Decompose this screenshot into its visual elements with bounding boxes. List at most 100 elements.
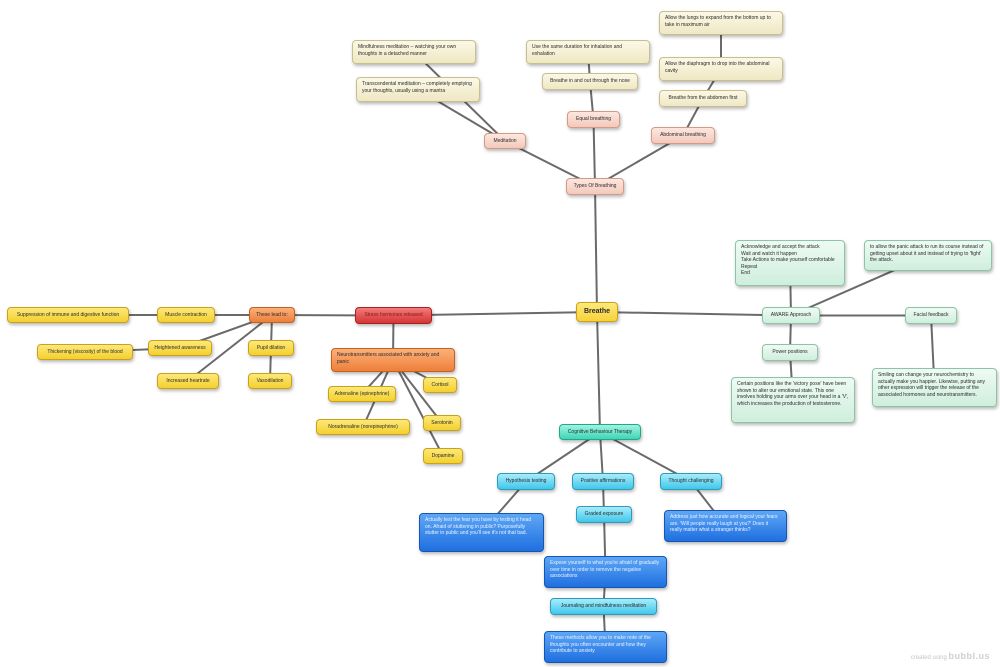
node-label: Abdominal breathing [660,132,706,139]
node-transcendental-meditation[interactable]: Transcendental meditation – completely e… [356,77,480,102]
node-label: Allow the lungs to expand from the botto… [665,15,771,28]
node-label: Address just how accurate and logical yo… [670,514,778,533]
node-vasodilation[interactable]: Vasodilation [248,373,292,389]
node-label: Increased heartrate [166,377,210,384]
node-allow-panic-attack[interactable]: to allow the panic attack to run its cou… [864,240,992,271]
node-suppression-immune[interactable]: Suppression of immune and digestive func… [7,307,129,323]
node-label: AWARE Approach [770,312,812,319]
node-label: Breathe in and out through the nose [550,78,630,85]
node-same-duration[interactable]: Use the same duration for inhalation and… [526,40,650,64]
watermark-brand: bubbl.us [948,651,990,661]
node-hypothesis-testing[interactable]: Hypothesis testing [497,473,555,490]
node-label: Cognitive Behaviour Therapy [567,428,633,435]
node-label: Use the same duration for inhalation and… [532,44,623,57]
node-label: Equal breathing [575,116,612,123]
node-journaling-desc[interactable]: These methods allow you to make note of … [544,631,667,663]
node-label: Adrenaline (epinephrine) [334,390,390,397]
node-label: Serotonin [431,419,453,426]
node-label: Vasodilation [256,377,284,384]
node-dopamine[interactable]: Dopamine [423,448,463,464]
node-label: Meditation [493,137,517,144]
node-hypothesis-desc[interactable]: Actually test the fear you have by testi… [419,513,544,552]
node-label: Allow the diaphragm to drop into the abd… [665,61,770,74]
node-label: Breathe [583,307,611,315]
node-thickening-blood[interactable]: Thickening (viscosity) of the blood [37,344,133,360]
node-thought-challenging[interactable]: Thought challenging [660,473,722,490]
aware-step: Wait and watch it happen [741,250,797,257]
node-smiling-desc[interactable]: Smiling can change your neurochemistry t… [872,368,997,407]
node-label: These methods allow you to make note of … [550,635,651,654]
connector-line [392,359,444,457]
node-label: Neurotransmitters associated with anxiet… [337,352,440,365]
aware-step: Take Actions to make yourself comfortabl… [741,257,835,263]
node-label: Graded exposure [584,511,624,518]
node-label: Types Of Breathing [573,183,617,190]
node-power-positions[interactable]: Power positions [762,344,818,361]
node-journaling[interactable]: Journaling and mindfulness meditation [550,598,657,615]
node-mindfulness-meditation[interactable]: Mindfulness meditation – watching your o… [352,40,476,64]
node-label: Positive affirmations [580,478,626,485]
node-label: These lead to: [256,311,288,318]
node-pupil-dilation[interactable]: Pupil dilation [248,340,294,356]
node-label: Transcendental meditation – completely e… [362,81,472,94]
node-lungs-expand[interactable]: Allow the lungs to expand from the botto… [659,11,783,35]
node-facial-feedback[interactable]: Facial feedback [905,307,957,324]
watermark: created using bubbl.us [911,651,990,661]
node-label: Dopamine [431,452,455,459]
node-types-of-breathing[interactable]: Types Of Breathing [566,178,624,195]
aware-step: End [741,270,750,276]
node-breathe-root[interactable]: Breathe [576,302,618,322]
node-heightened-awareness[interactable]: Heightened awareness [148,340,212,356]
node-muscle-contraction[interactable]: Muscle contraction [157,307,215,323]
node-stress-hormones[interactable]: Stress hormones released [355,307,432,324]
node-equal-breathing[interactable]: Equal breathing [567,111,620,128]
node-cbt[interactable]: Cognitive Behaviour Therapy [559,424,641,440]
node-neurotransmitters[interactable]: Neurotransmitters associated with anxiet… [331,348,455,372]
connector-line [596,311,792,317]
connector-line [596,311,601,433]
node-breathe-through-nose[interactable]: Breathe in and out through the nose [542,73,638,90]
node-increased-heartrate[interactable]: Increased heartrate [157,373,219,389]
watermark-prefix: created using [910,655,947,661]
node-label: Cortisol [431,381,449,388]
node-label: Thought challenging [668,478,714,485]
node-adrenaline[interactable]: Adrenaline (epinephrine) [328,386,396,402]
node-label: Stress hormones released [364,312,423,319]
node-label: Thickening (viscosity) of the blood [47,348,123,355]
node-label: Suppression of immune and digestive func… [16,311,120,318]
node-breathe-from-abdomen[interactable]: Breathe from the abdomen first [659,90,747,107]
node-thought-challenging-desc[interactable]: Address just how accurate and logical yo… [664,510,787,542]
node-label: Actually test the fear you have by testi… [425,517,532,536]
connector-line [594,185,598,313]
node-these-lead-to[interactable]: These lead to: [249,307,295,323]
node-meditation[interactable]: Meditation [484,133,526,149]
node-label: Certain positions like the 'victory pose… [737,381,849,407]
node-cortisol[interactable]: Cortisol [423,377,457,393]
aware-step: Repeat [741,263,758,270]
node-power-positions-desc[interactable]: Certain positions like the 'victory pose… [731,377,855,423]
node-label: Smiling can change your neurochemistry t… [878,372,986,398]
node-label: Power positions [772,349,808,356]
node-aware-steps[interactable]: Acknowledge and accept the attack Wait a… [735,240,845,286]
node-graded-exposure-desc[interactable]: Expose yourself to what you're afraid of… [544,556,667,588]
node-label: Breathe from the abdomen first [668,95,738,102]
node-label: Pupil dilation [256,344,286,351]
node-label: Muscle contraction [165,311,207,318]
node-positive-affirmations[interactable]: Positive affirmations [572,473,634,490]
connector-line [187,314,273,382]
node-label: Hypothesis testing [505,478,547,485]
node-label: Facial feedback [913,312,949,319]
node-label: Journaling and mindfulness meditation [560,603,647,610]
node-abdominal-breathing[interactable]: Abdominal breathing [651,127,715,144]
node-serotonin[interactable]: Serotonin [423,415,461,431]
node-diaphragm-drop[interactable]: Allow the diaphragm to drop into the abd… [659,57,783,81]
node-label: to allow the panic attack to run its cou… [870,244,984,263]
node-graded-exposure[interactable]: Graded exposure [576,506,632,523]
node-label: Heightened awareness [154,344,206,351]
node-aware-approach[interactable]: AWARE Approach [762,307,820,324]
node-noradrenaline[interactable]: Noradrenaline (norepinephrine) [316,419,410,435]
node-label: Mindfulness meditation – watching your o… [358,44,457,57]
node-label: Expose yourself to what you're afraid of… [550,560,660,579]
